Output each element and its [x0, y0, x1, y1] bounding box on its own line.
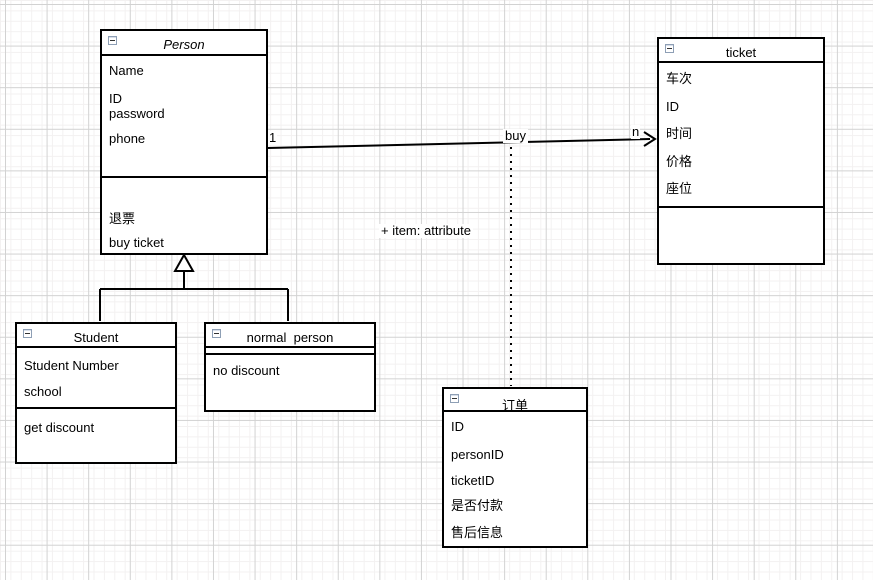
attribute-row[interactable]: school [24, 384, 62, 399]
class-title-student: Student [73, 330, 119, 345]
class-title-person: Person [163, 37, 205, 52]
class-title-order: 订单 [501, 398, 528, 413]
section-divider [659, 206, 823, 208]
attribute-row[interactable]: ID [666, 99, 679, 114]
attribute-row[interactable]: 售后信息 [451, 525, 504, 540]
collapse-icon[interactable] [108, 36, 117, 45]
collapse-icon[interactable] [212, 329, 221, 338]
attribute-row[interactable]: ticketID [451, 473, 495, 488]
section-divider [206, 353, 374, 355]
class-header-order: 订单 [444, 389, 586, 413]
attribute-row[interactable]: 时间 [666, 126, 693, 141]
class-header-person: Person [102, 31, 266, 56]
class-header-student: Student [17, 324, 175, 348]
multiplicity-source-label[interactable]: 1 [268, 130, 278, 145]
attribute-row[interactable]: Name [109, 63, 144, 78]
attribute-row[interactable]: ID [451, 419, 464, 434]
section-divider [102, 176, 266, 178]
attribute-row[interactable]: phone [109, 131, 146, 146]
class-box-ticket[interactable]: ticket 车次 ID 时间 价格 座位 [657, 37, 825, 265]
minus-glyph [667, 48, 672, 49]
class-box-order[interactable]: 订单 ID personID ticketID 是否付款 售后信息 [442, 387, 588, 548]
class-title-ticket: ticket [725, 45, 757, 60]
inheritance-triangle-icon[interactable] [173, 252, 195, 272]
minus-glyph [214, 333, 219, 334]
minus-glyph [452, 398, 457, 399]
collapse-icon[interactable] [665, 44, 674, 53]
class-header-ticket: ticket [659, 39, 823, 63]
minus-glyph [25, 333, 30, 334]
attribute-row[interactable]: password [109, 106, 165, 121]
method-row[interactable]: no discount [213, 363, 280, 378]
method-row[interactable]: 退票 [109, 211, 136, 226]
minus-glyph [110, 40, 115, 41]
class-header-normal-person: normal person [206, 324, 374, 348]
multiplicity-target-label[interactable]: n [631, 124, 641, 139]
edge-label-buy[interactable]: buy [503, 128, 528, 143]
section-divider [17, 407, 175, 409]
collapse-icon[interactable] [450, 394, 459, 403]
collapse-icon[interactable] [23, 329, 32, 338]
class-title-normal-person: normal person [246, 330, 334, 345]
method-row[interactable]: get discount [24, 420, 95, 435]
class-box-person[interactable]: Person Name ID password phone 退票 buy tic… [100, 29, 268, 255]
buy-association-line[interactable] [267, 138, 651, 149]
attribute-row[interactable]: 是否付款 [451, 498, 504, 513]
attribute-row[interactable]: ID [109, 91, 122, 106]
class-box-student[interactable]: Student Student Number school get discou… [15, 322, 177, 464]
attribute-row[interactable]: Student Number [24, 358, 119, 373]
attribute-row[interactable]: personID [451, 447, 504, 462]
method-row[interactable]: buy ticket [109, 235, 164, 250]
attribute-row[interactable]: 车次 [666, 71, 693, 86]
attribute-row[interactable]: 座位 [666, 181, 693, 196]
class-box-normal-person[interactable]: normal person no discount [204, 322, 376, 412]
inheritance-connector-line[interactable] [99, 271, 289, 321]
attribute-row[interactable]: 价格 [666, 154, 693, 169]
association-class-attribute-label[interactable]: + item: attribute [379, 223, 473, 238]
open-arrowhead-icon[interactable] [643, 131, 657, 147]
